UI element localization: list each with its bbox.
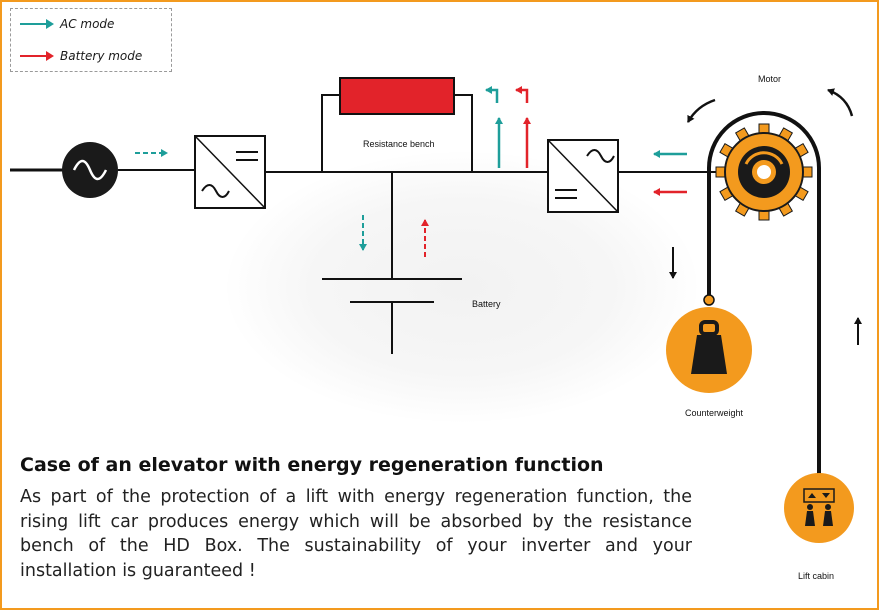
lift-cabin-label: Lift cabin (798, 571, 835, 581)
inverter-icon (547, 139, 619, 213)
legend: AC mode Battery mode (10, 8, 172, 72)
red-arrow-icon (20, 51, 54, 61)
counterweight-icon (666, 294, 752, 393)
rotation-arrow-left (686, 98, 716, 123)
legend-battery-label: Battery mode (60, 49, 143, 63)
ac-flow-arrow-bend (485, 86, 499, 103)
motor-label: Motor (758, 74, 782, 84)
resistance-bench (321, 77, 473, 172)
rotation-arrow-right (827, 88, 854, 117)
legend-ac-mode: AC mode (19, 14, 114, 34)
ac-source-icon (62, 142, 118, 198)
section-title: Case of an elevator with energy regenera… (20, 454, 604, 476)
counterweight-label: Counterweight (685, 408, 744, 418)
hoist-rope (707, 111, 821, 488)
resistance-bench-label: Resistance bench (363, 139, 435, 149)
legend-ac-label: AC mode (60, 17, 115, 31)
battery-flow-arrow-bend (515, 86, 529, 103)
section-body: As part of the protection of a lift with… (20, 487, 692, 581)
motor-gear-icon (715, 123, 813, 221)
lift-cabin-icon (784, 473, 854, 543)
legend-battery-mode: Battery mode (19, 46, 142, 66)
teal-arrow-icon (20, 19, 54, 29)
battery-label: Battery (472, 299, 501, 309)
battery-symbol (322, 172, 462, 354)
rectifier-icon (194, 135, 266, 209)
